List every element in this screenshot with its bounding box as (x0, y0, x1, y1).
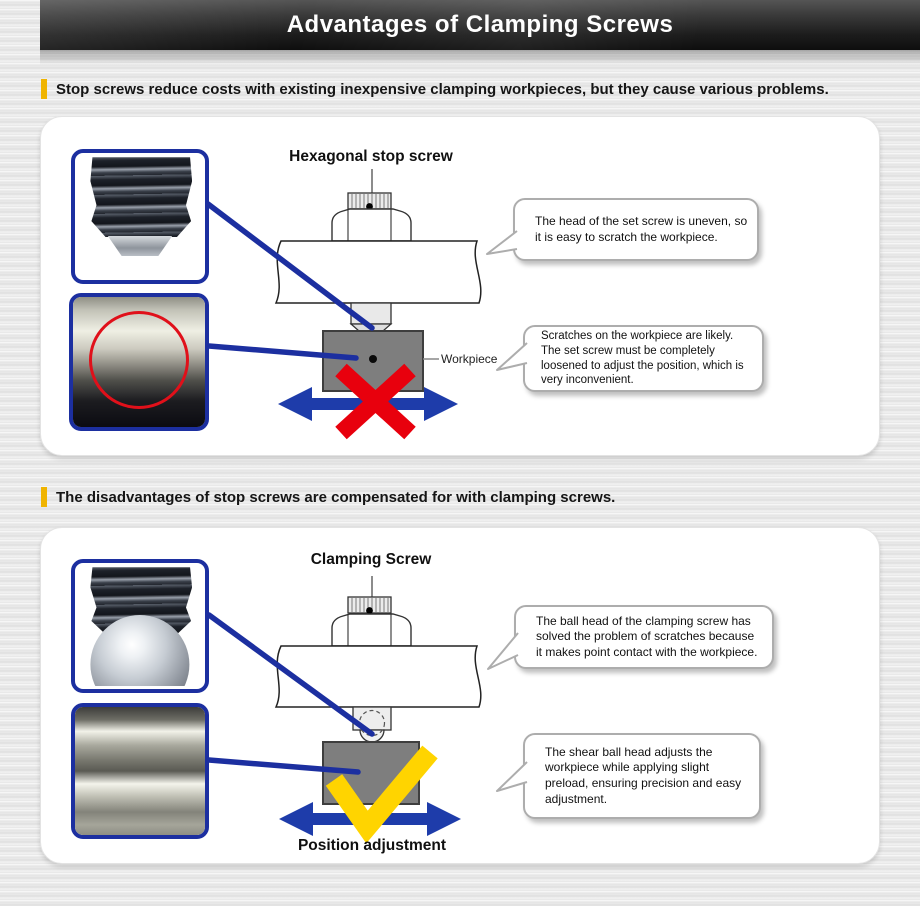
banner-sheen (40, 0, 920, 50)
mounting-bar (274, 645, 482, 708)
photo-frame-ball-screw (71, 559, 209, 693)
ball-head-image (90, 615, 190, 686)
heading-accent-bar (41, 487, 47, 507)
screw-cup-tip-image (107, 235, 173, 257)
ball-screw-photo (78, 566, 202, 686)
connector-line-workpiece (206, 757, 361, 775)
yellow-check-icon (325, 745, 438, 844)
ball-dashed-outline (358, 709, 386, 737)
smooth-shaft-image (75, 707, 205, 835)
heading-accent-bar (41, 79, 47, 99)
workpiece-center-dot (369, 355, 377, 363)
banner-shadow (40, 50, 920, 65)
hex-nut (331, 613, 412, 647)
speech-bubble-ball-head: The ball head of the clamping screw has … (514, 605, 774, 669)
connector-line-scratch (206, 343, 359, 361)
photo-frame-smooth-workpiece (71, 703, 209, 839)
speech-bubble-shear-ball: The shear ball head adjusts the workpiec… (523, 733, 761, 819)
connector-line-screw (205, 201, 375, 331)
photo-frame-scratched-workpiece (69, 293, 209, 431)
bubble-text: The ball head of the clamping screw has … (536, 613, 758, 659)
bubble-text: The head of the set screw is uneven, so … (535, 213, 748, 244)
screw-cap (347, 192, 392, 210)
set-screw-photo (78, 156, 202, 277)
section2-heading: The disadvantages of stop screws are com… (41, 486, 615, 508)
workpiece-block (322, 741, 420, 805)
photo-frame-set-screw (71, 149, 209, 284)
bubble-text: Scratches on the workpiece are likely. T… (541, 329, 744, 387)
screw-cap (347, 596, 392, 614)
scratch-highlight-circle (89, 311, 189, 409)
connector-line-screw (206, 612, 375, 737)
diagram-title-stop-screw: Hexagonal stop screw (289, 148, 453, 165)
content-panel-stop-screw: Hexagonal stop screw (40, 116, 880, 456)
speech-bubble-scratches: Scratches on the workpiece are likely. T… (523, 325, 764, 392)
mounting-bar (274, 240, 482, 304)
screw-threads-image (90, 157, 193, 238)
double-arrow-icon (278, 387, 458, 421)
smooth-workpiece-photo (75, 707, 205, 835)
bubble-text: The shear ball head adjusts the workpiec… (545, 744, 742, 806)
screw-shaft (349, 302, 393, 332)
scratched-workpiece-photo (73, 297, 205, 427)
screw-shaft-ball-head (352, 706, 392, 743)
section2-heading-text: The disadvantages of stop screws are com… (56, 488, 616, 506)
workpiece-block (322, 330, 424, 392)
double-arrow-icon (279, 802, 461, 836)
red-x-icon (335, 363, 416, 440)
page-title: Advantages of Clamping Screws (286, 11, 674, 38)
content-panel-clamping-screw: Clamping Screw Position adjustment The b… (40, 527, 880, 864)
workpiece-label: Workpiece (441, 352, 498, 366)
section1-heading-text: Stop screws reduce costs with existing i… (56, 80, 829, 98)
section1-heading: Stop screws reduce costs with existing i… (41, 78, 829, 100)
header-banner: Advantages of Clamping Screws (40, 0, 920, 50)
hex-nut (331, 208, 412, 242)
speech-bubble-uneven-head: The head of the set screw is uneven, so … (513, 198, 759, 261)
diagram-title-clamping-screw: Clamping Screw (310, 551, 432, 568)
position-adjustment-caption: Position adjustment (297, 837, 447, 854)
